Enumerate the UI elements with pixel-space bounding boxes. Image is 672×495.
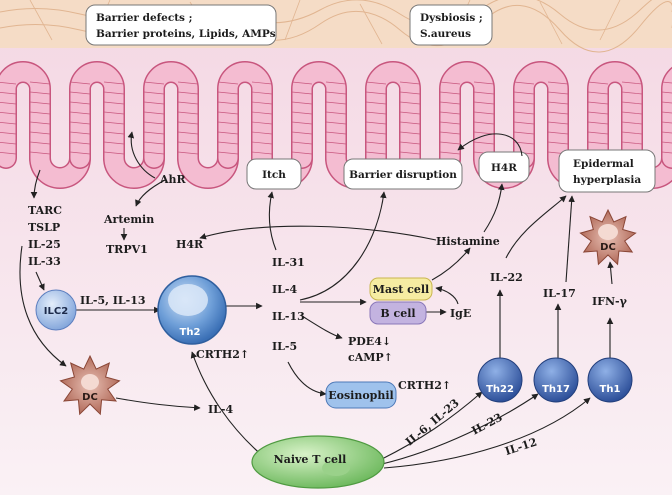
dysbiosis-line1: Dysbiosis ;	[420, 12, 483, 24]
barrier-defects-line1: Barrier defects ;	[96, 12, 193, 24]
itch-label: Itch	[262, 169, 286, 181]
ige-label: IgE	[450, 307, 471, 320]
th22-cell: Th22	[477, 357, 523, 403]
epidermal-line2: hyperplasia	[573, 174, 641, 186]
camp-label: cAMP↑	[348, 351, 393, 364]
mediator-tslp: TSLP	[28, 221, 60, 234]
pde4-label: PDE4↓	[348, 335, 391, 348]
dysbiosis-line2: S.aureus	[420, 28, 471, 40]
ilc2-cell: ILC2	[35, 289, 77, 331]
naive-t-cell-label: Naive T cell	[274, 453, 347, 466]
il17-label: IL-17	[543, 287, 576, 300]
mediator-il25: IL-25	[28, 238, 61, 251]
dc-right-cell: DC	[579, 208, 637, 266]
ahr-label: AhR	[159, 173, 187, 186]
arrows	[19, 131, 614, 469]
eosinophil-label: Eosinophil	[328, 389, 393, 402]
h4r-top-label: H4R	[491, 162, 517, 174]
ilc2-label: ILC2	[44, 306, 68, 317]
dc-left-cell: DC	[59, 354, 121, 416]
th17-cell: Th17	[533, 357, 579, 403]
h4r-top-box: H4R	[478, 151, 530, 183]
barrier-defects-box: Barrier defects ; Barrier proteins, Lipi…	[85, 4, 277, 46]
dc-right-label: DC	[600, 242, 616, 253]
il5-label: IL-5	[272, 340, 297, 353]
trpv1-label: TRPV1	[106, 243, 148, 256]
h4r-left-label: H4R	[176, 238, 204, 251]
barrier-defects-line2: Barrier proteins, Lipids, AMPs	[96, 28, 276, 40]
mediator-il33: IL-33	[28, 255, 61, 268]
ilc2-to-th2-label: IL-5, IL-13	[80, 294, 146, 307]
histamine-label: Histamine	[436, 235, 500, 248]
artemin-label: Artemin	[103, 213, 154, 226]
barrier-disruption-label: Barrier disruption	[349, 169, 457, 181]
b-cell: B cell	[369, 301, 427, 325]
il4-label: IL-4	[272, 283, 297, 296]
th1-cell: Th1	[587, 357, 633, 403]
mast-cell: Mast cell	[369, 277, 433, 301]
crth2-eos-label: CRTH2↑	[398, 379, 451, 392]
th17-label: Th17	[542, 384, 570, 395]
b-cell-label: B cell	[380, 307, 415, 320]
crth2-th2-label: CRTH2↑	[196, 348, 249, 361]
mediator-tarc: TARC	[28, 204, 62, 217]
epidermal-hyperplasia-box: Epidermal hyperplasia	[558, 149, 656, 193]
itch-box: Itch	[246, 158, 302, 190]
barrier-disruption-box: Barrier disruption	[343, 158, 463, 190]
epidermal-line1: Epidermal	[573, 158, 634, 170]
il4-dc-label: IL-4	[208, 403, 233, 416]
il13-label: IL-13	[272, 310, 305, 323]
il22-label: IL-22	[490, 271, 523, 284]
th2-label: Th2	[180, 327, 201, 338]
dc-left-label: DC	[82, 392, 98, 403]
il31-label: IL-31	[272, 256, 305, 269]
th2-cell: Th2	[157, 275, 227, 345]
naive-t-cell: Naive T cell	[251, 435, 385, 489]
left-mediators: TARC TSLP IL-25 IL-33	[28, 204, 62, 268]
th22-label: Th22	[486, 384, 514, 395]
eosinophil-cell: Eosinophil	[325, 381, 397, 409]
ifn-gamma-label: IFN-γ	[592, 295, 628, 308]
mast-cell-label: Mast cell	[373, 283, 429, 296]
dysbiosis-box: Dysbiosis ; S.aureus	[409, 4, 493, 46]
th1-label: Th1	[600, 384, 621, 395]
